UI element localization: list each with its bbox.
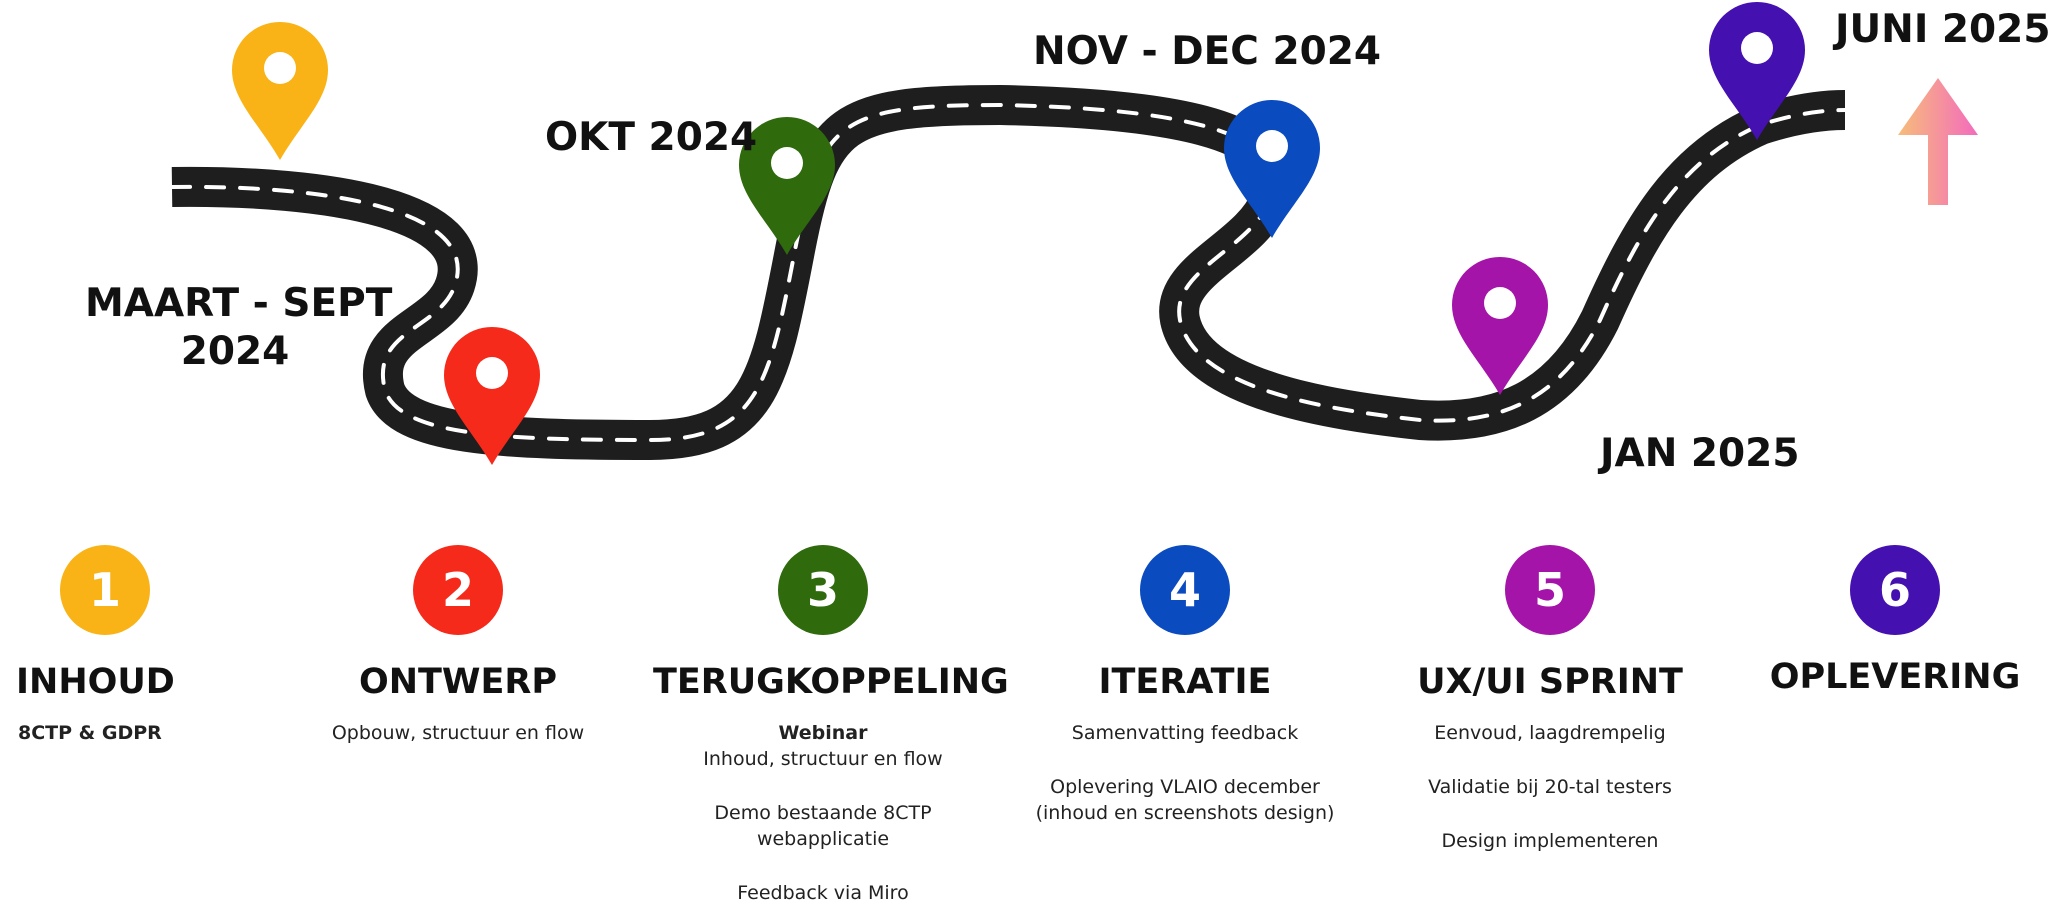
step-number-badge: 3 [778, 545, 868, 635]
step-description: Webinar Inhoud, structuur en flow Demo b… [653, 720, 993, 906]
desc-line: Eenvoud, laagdrempelig [1434, 722, 1666, 744]
road-center-line [170, 102, 1847, 443]
step-1: 1 INHOUD 8CTP & GDPR [10, 545, 350, 746]
desc-heading: Webinar [778, 722, 868, 744]
road-asphalt [171, 85, 1846, 460]
step-6: 6 OPLEVERING [1745, 545, 2045, 699]
date-label-maart-sept: MAART - SEPT 2024 [85, 280, 393, 376]
date-label-okt: OKT 2024 [545, 115, 758, 160]
date-label-jan: JAN 2025 [1600, 431, 1800, 476]
step-5: 5 UX/UI SPRINT Eenvoud, laagdrempelig Va… [1380, 545, 1720, 854]
desc-line: webapplicatie [756, 828, 890, 850]
step-title: TERUGKOPPELING [653, 662, 1009, 702]
step-title: ONTWERP [358, 662, 558, 702]
desc-line: Validatie bij 20-tal testers [1428, 776, 1672, 798]
step-description: Samenvatting feedback Oplevering VLAIO d… [1015, 720, 1355, 826]
arrow-up-icon [1898, 78, 1978, 205]
desc-line: Feedback via Miro [737, 882, 909, 904]
map-pin-icon [444, 327, 540, 465]
step-number-badge: 2 [413, 545, 503, 635]
desc-line: Samenvatting feedback [1071, 722, 1299, 744]
date-label-nov-dec: NOV - DEC 2024 [1033, 29, 1382, 74]
desc-line: Inhoud, structuur en flow [703, 748, 943, 770]
step-title: OPLEVERING [1769, 657, 2021, 697]
map-pin-icon [1452, 257, 1548, 395]
step-4: 4 ITERATIE Samenvatting feedback Oplever… [1015, 545, 1355, 826]
step-3: 3 TERUGKOPPELING Webinar Inhoud, structu… [653, 545, 1009, 906]
map-pin-icon [232, 22, 328, 160]
desc-line: 8CTP & GDPR [18, 722, 162, 744]
step-title: INHOUD [16, 662, 175, 702]
map-pin-icon [1224, 100, 1320, 238]
step-title: UX/UI SPRINT [1417, 662, 1683, 702]
date-line-2: 2024 [180, 329, 290, 374]
date-label-juni: JUNI 2025 [1835, 7, 2049, 52]
step-description: 8CTP & GDPR [18, 720, 350, 746]
step-description: Opbouw, structuur en flow [288, 720, 628, 746]
step-number-badge: 4 [1140, 545, 1230, 635]
desc-line: Opbouw, structuur en flow [331, 722, 585, 744]
step-number-badge: 6 [1850, 545, 1940, 635]
date-line-1: MAART - SEPT [85, 281, 393, 326]
step-2: 2 ONTWERP Opbouw, structuur en flow [288, 545, 628, 746]
desc-line: Demo bestaande 8CTP [714, 802, 932, 824]
step-number-badge: 5 [1505, 545, 1595, 635]
desc-line: Design implementeren [1441, 830, 1659, 852]
map-pin-icon [739, 117, 835, 255]
desc-line: Oplevering VLAIO december [1050, 776, 1320, 798]
desc-line: (inhoud en screenshots design) [1035, 802, 1335, 824]
step-number-badge: 1 [60, 545, 150, 635]
step-description: Eenvoud, laagdrempelig Validatie bij 20-… [1380, 720, 1720, 854]
step-title: ITERATIE [1098, 662, 1272, 702]
map-pin-icon [1709, 2, 1805, 140]
